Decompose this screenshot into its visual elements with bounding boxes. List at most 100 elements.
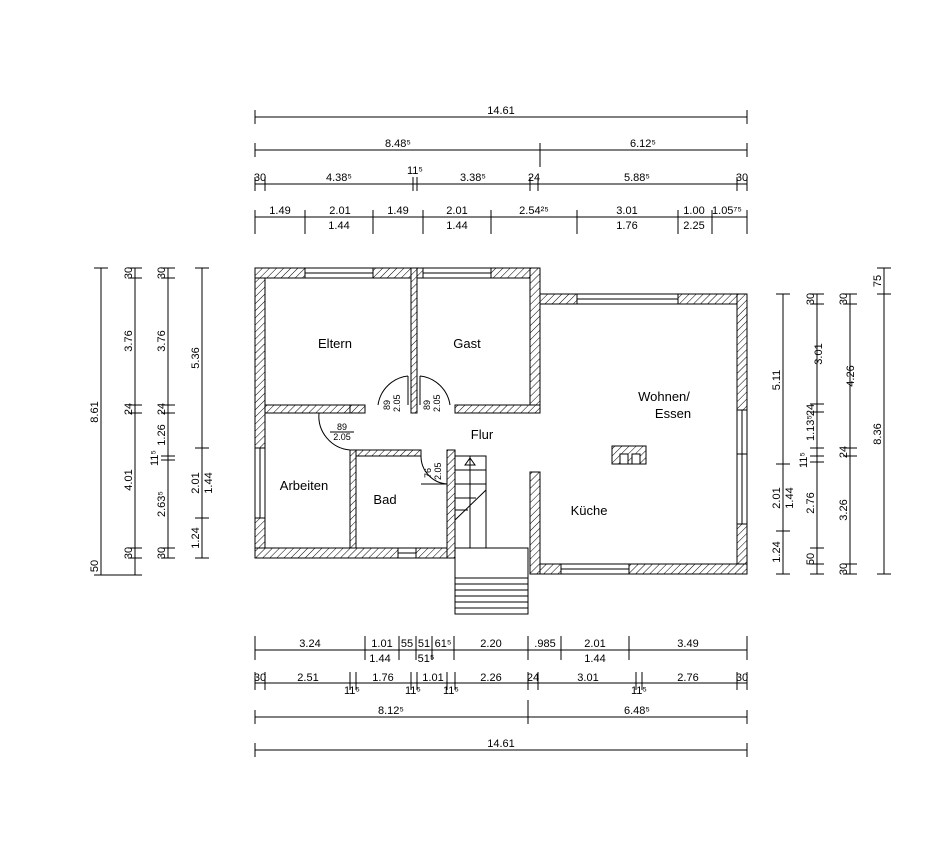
- top-dim: 1.49: [387, 205, 408, 217]
- top-dim: 2.25: [683, 220, 704, 232]
- left-dim: 1.24: [190, 527, 202, 548]
- right-dim: 24: [838, 446, 850, 458]
- windows: [254, 267, 748, 575]
- bottom-dim: 11⁵: [631, 685, 647, 697]
- right-dim: 24: [805, 404, 817, 416]
- door-label: 89: [422, 400, 432, 410]
- door-label: 76: [423, 468, 433, 478]
- top-total: 14.61: [487, 105, 515, 117]
- left-dim: 5.36: [190, 347, 202, 368]
- stairs: [454, 455, 529, 615]
- room-bad: Bad: [373, 492, 396, 507]
- left-dim: 3.76: [156, 330, 168, 351]
- chimney: [611, 445, 647, 465]
- bottom-dim: 3.24: [299, 638, 320, 650]
- bottom-dim: 8.12⁵: [378, 705, 404, 717]
- right-dim: 2.01: [771, 487, 783, 508]
- walls: [254, 267, 748, 575]
- right-dim: 30: [838, 293, 850, 305]
- bottom-dim: 30: [254, 672, 266, 684]
- left-dim: 24: [123, 403, 135, 415]
- left-dim: 30: [123, 267, 135, 279]
- right-dim: 11⁵: [798, 452, 810, 468]
- top-dim: 3.38⁵: [460, 172, 486, 184]
- bottom-dim: 2.20: [480, 638, 501, 650]
- bottom-dim: 3.01: [577, 672, 598, 684]
- bottom-dim: 3.49: [677, 638, 698, 650]
- room-wohnen: Wohnen/: [638, 389, 690, 404]
- left-dim: 2.63⁵: [156, 491, 168, 517]
- room-eltern: Eltern: [318, 336, 352, 351]
- door-label: 2.05: [392, 394, 402, 412]
- right-dim: 30: [838, 563, 850, 575]
- bottom-dim: 1.44: [584, 653, 605, 665]
- top-dim: 11⁵: [407, 165, 423, 177]
- left-dim: 3.76: [123, 330, 135, 351]
- bottom-dim: 51⁵: [418, 653, 435, 665]
- right-dim: 30: [805, 293, 817, 305]
- right-dim: 3.01: [813, 343, 825, 364]
- room-flur: Flur: [471, 427, 494, 442]
- top-dim: 5.88⁵: [624, 172, 650, 184]
- door-label: 89: [382, 400, 392, 410]
- bottom-dim: 6.48⁵: [624, 705, 650, 717]
- bottom-dim: 24: [527, 672, 539, 684]
- left-total: 8.61: [89, 401, 101, 422]
- bottom-total: 14.61: [487, 738, 515, 750]
- bottom-dim: 11⁵: [344, 685, 360, 697]
- bottom-dim: .985: [534, 638, 555, 650]
- bottom-dim: 55: [401, 638, 413, 650]
- door-label: 2.05: [432, 394, 442, 412]
- doors: 89 2.05 89 2.05 89 2.05 76 2.05: [318, 375, 451, 485]
- top-dim: 1.76: [616, 220, 637, 232]
- top-dim: 8.48⁵: [385, 138, 411, 150]
- top-dim: 1.44: [446, 220, 467, 232]
- bottom-dim: 2.76: [677, 672, 698, 684]
- right-total: 8.36: [872, 423, 884, 444]
- top-dim: 2.54²⁵: [519, 205, 549, 217]
- left-dim: 30: [156, 547, 168, 559]
- right-dim: 1.13⁵: [805, 415, 817, 441]
- top-dim: 2.01: [329, 205, 350, 217]
- room-gast: Gast: [453, 336, 481, 351]
- left-dimensions: 8.61 30 3.76 24 4.01 30 50 30 3.76 24 1.…: [89, 267, 215, 576]
- room-essen: Essen: [655, 406, 691, 421]
- bottom-dim: 1.76: [372, 672, 393, 684]
- bottom-dim: 2.26: [480, 672, 501, 684]
- top-dimensions: 14.61 8.48⁵ 6.12⁵ 30 4.38⁵ 11⁵ 3.38⁵ 24 …: [254, 105, 748, 234]
- left-dim: 4.01: [123, 469, 135, 490]
- top-dim: 1.05⁷⁵: [712, 205, 742, 217]
- bottom-dim: 1.44: [369, 653, 390, 665]
- left-dim: 30: [123, 547, 135, 559]
- top-dim: 3.01: [616, 205, 637, 217]
- right-dimensions: 5.11 2.01 1.44 1.24 30 1.13⁵ 11⁵ 2.76 50…: [771, 267, 891, 575]
- top-dim: 2.01: [446, 205, 467, 217]
- bottom-dim: 30: [736, 672, 748, 684]
- bottom-dim: 2.51: [297, 672, 318, 684]
- top-dim: 4.38⁵: [326, 172, 352, 184]
- right-dim: 75: [872, 275, 884, 287]
- room-labels: Eltern Gast Wohnen/ Essen Flur Arbeiten …: [280, 336, 691, 518]
- top-dim: 30: [736, 172, 748, 184]
- top-dim: 24: [528, 172, 540, 184]
- room-arbeiten: Arbeiten: [280, 478, 328, 493]
- left-dim: 50: [89, 560, 101, 572]
- right-dim: 3.26: [838, 499, 850, 520]
- bottom-dimensions: 3.24 1.01 55 51 61⁵ 2.20 .985 2.01 3.49 …: [254, 636, 748, 757]
- right-dim: 50: [805, 553, 817, 565]
- right-dim: 4.26: [845, 365, 857, 386]
- bottom-dim: 1.01: [422, 672, 443, 684]
- left-dim: 30: [156, 267, 168, 279]
- top-dim: 1.44: [328, 220, 349, 232]
- door-label: 89: [337, 422, 347, 432]
- door-label: 2.05: [333, 432, 351, 442]
- door-label: 2.05: [433, 462, 443, 480]
- bottom-dim: 2.01: [584, 638, 605, 650]
- top-dim: 6.12⁵: [630, 138, 656, 150]
- bottom-dim: 11⁵: [443, 685, 459, 697]
- left-dim: 24: [156, 403, 168, 415]
- bottom-dim: 11⁵: [405, 685, 421, 697]
- top-dim: 1.49: [269, 205, 290, 217]
- bottom-dim: 61⁵: [435, 638, 452, 650]
